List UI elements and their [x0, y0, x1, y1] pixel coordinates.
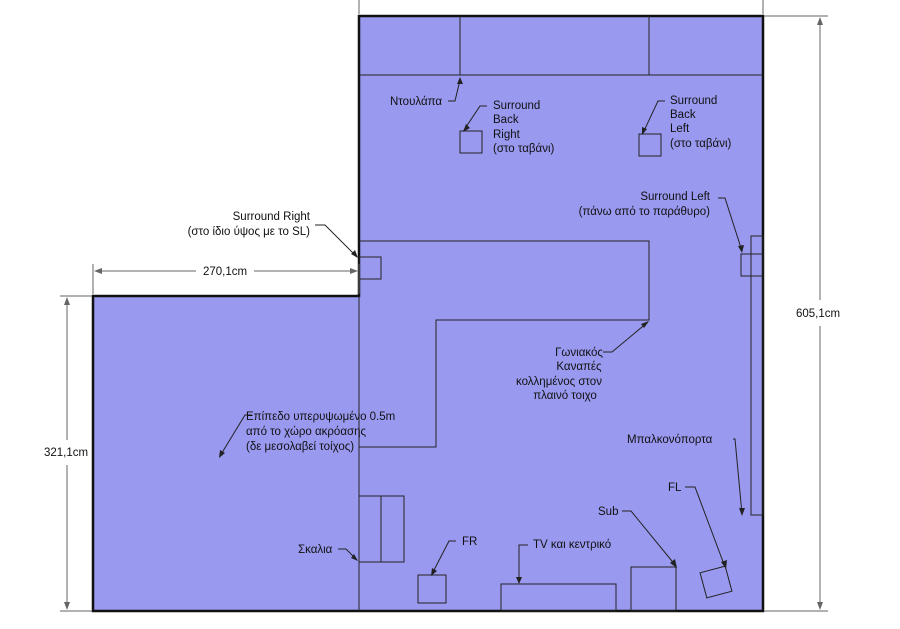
- fl-leader: [685, 486, 726, 568]
- surround-left-speaker: [740, 253, 764, 277]
- sbr-leader: [463, 105, 487, 131]
- balcony-door: [750, 235, 764, 516]
- balcony-door-label: Μπαλκονόπορτα: [627, 434, 713, 446]
- subwoofer: [630, 566, 677, 612]
- sofa-label-line: κολλημένος στον: [516, 376, 602, 388]
- sbl-label-line: Left: [670, 123, 690, 135]
- sbl-label-line: Surround: [670, 95, 717, 107]
- sbr-label-line: (στο ταβάνι): [493, 143, 554, 155]
- tv-leader: [518, 544, 528, 582]
- sr-label-line: Surround Right: [233, 211, 311, 223]
- total-height-label: 605,1cm: [796, 308, 840, 320]
- sofa-leader: [603, 321, 649, 353]
- sl-leader: [718, 197, 743, 252]
- sub-label: Sub: [598, 506, 618, 518]
- sr-label-line: (στο ίδιο ύψος με το SL): [188, 226, 311, 238]
- raised-floor-leader: [219, 414, 252, 457]
- sr-leader: [315, 224, 358, 258]
- corner-sofa: [359, 240, 650, 448]
- surround-back-left-speaker: [638, 133, 662, 157]
- fl-label: FL: [668, 482, 682, 494]
- sbl-label-line: Back: [670, 109, 696, 121]
- stairs-label: Σκαλια: [298, 544, 333, 556]
- tv-center-label: TV και κεντρικό: [533, 539, 611, 551]
- sl-label-line: Surround Left: [640, 191, 710, 203]
- fl-speaker: [699, 565, 733, 599]
- sbr-label-line: Surround: [493, 100, 540, 112]
- sofa-label-line: Καναπές: [556, 361, 602, 373]
- sl-label-line: (πάνω από το παράθυρο): [579, 206, 711, 218]
- sbl-label-line: (στο ταβάνι): [670, 138, 731, 150]
- lower-height-label: 321,1cm: [44, 447, 88, 459]
- sbr-label-line: Right: [493, 129, 521, 141]
- sofa-label-line: πλαινό τοιχο: [533, 390, 597, 402]
- raised-floor-label-line: από το χώρο ακρόασης: [246, 426, 366, 438]
- sbl-leader: [642, 100, 665, 134]
- wardrobe-label: Ντουλάπα: [390, 96, 442, 108]
- top-width-label: 270,1cm: [203, 266, 247, 278]
- raised-floor-label-line: (δε μεσολαβεί τοίχος): [246, 441, 354, 453]
- sub-leader: [622, 510, 677, 567]
- sbr-label-line: Back: [493, 114, 519, 126]
- tv-center: [500, 583, 617, 612]
- raised-floor-label-line: Επίπεδο υπερυψωμένο 0.5m: [246, 411, 395, 423]
- sofa-label-line: Γωνιακός: [555, 347, 603, 359]
- dimension-lines: [60, 0, 828, 612]
- door-leader: [733, 438, 743, 515]
- wardrobe-leader: [448, 79, 461, 102]
- surround-back-right-speaker: [459, 130, 483, 154]
- fr-label: FR: [462, 536, 477, 548]
- fr-leader: [431, 540, 456, 575]
- arrowheads: [219, 77, 745, 584]
- dimension-arrowheads: [64, 17, 823, 610]
- leader-lines: [219, 79, 743, 582]
